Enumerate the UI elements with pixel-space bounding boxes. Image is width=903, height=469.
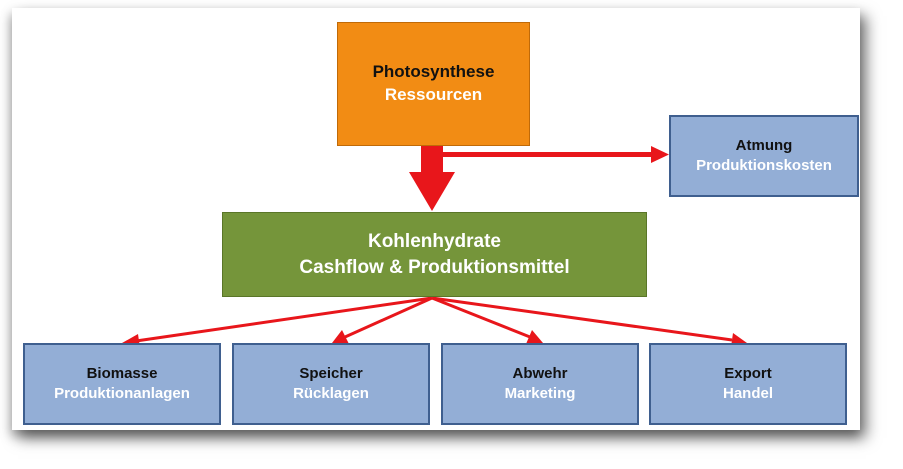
photosynthese-subtitle: Ressourcen (384, 85, 483, 104)
kohlenhydrate-title: Kohlenhydrate (367, 230, 502, 252)
abwehr-title: Abwehr (512, 364, 568, 382)
arrow-to-atmung-head (651, 146, 669, 163)
atmung-subtitle: Produktionskosten (696, 157, 832, 174)
biomasse-subtitle: Produktionanlagen (54, 385, 190, 402)
speicher-title: Speicher (299, 364, 363, 382)
arrow-photosynthese-to-kohlenhydrate (409, 146, 455, 211)
export-subtitle: Handel (722, 385, 773, 402)
photosynthese-box: Photosynthese Ressourcen (337, 22, 530, 146)
speicher-subtitle: Rücklagen (293, 385, 369, 402)
photosynthese-title: Photosynthese (372, 62, 495, 82)
arrow-to-atmung-shaft (443, 152, 651, 157)
kohlenhydrate-box: Kohlenhydrate Cashflow & Produktionsmitt… (222, 212, 647, 297)
arrow-to-speicher (344, 296, 433, 339)
arrow-to-abwehr-head (526, 330, 543, 344)
arrow-to-speicher-head (332, 330, 349, 344)
export-title: Export (724, 364, 772, 382)
abwehr-subtitle: Marketing (504, 385, 576, 402)
export-box: Export Handel (649, 343, 847, 425)
arrow-to-abwehr (431, 296, 531, 339)
speicher-box: Speicher Rücklagen (232, 343, 430, 425)
arrow-to-biomasse (135, 296, 433, 343)
kohlenhydrate-subtitle: Cashflow & Produktionsmittel (299, 256, 570, 278)
biomasse-box: Biomasse Produktionanlagen (23, 343, 221, 425)
atmung-title: Atmung (735, 136, 793, 154)
biomasse-title: Biomasse (86, 364, 158, 382)
abwehr-box: Abwehr Marketing (441, 343, 639, 425)
atmung-box: Atmung Produktionskosten (669, 115, 859, 197)
arrow-to-export (431, 296, 733, 342)
